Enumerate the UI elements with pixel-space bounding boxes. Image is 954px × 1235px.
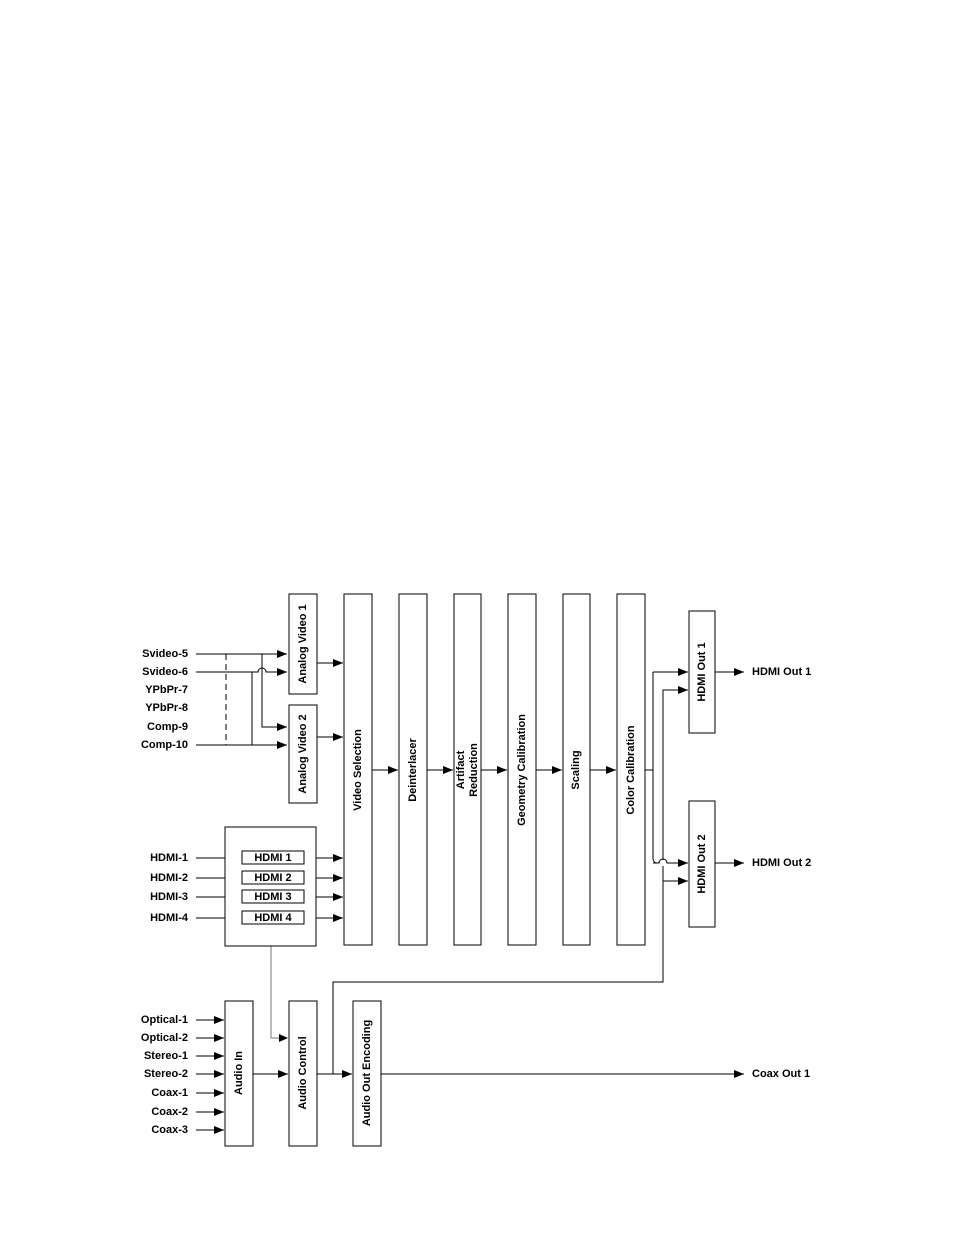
input-label: Coax-3	[151, 1124, 188, 1136]
input-label: Stereo-1	[144, 1050, 188, 1062]
input-label: YPbPr-7	[145, 684, 188, 696]
hdmi-4-block-label: HDMI 4	[254, 912, 292, 924]
input-label: Optical-1	[141, 1014, 188, 1026]
artifact-label-line1: Artifact	[455, 750, 467, 789]
analog-input-labels: Svideo-5 Svideo-6 YPbPr-7 YPbPr-8 Comp-9…	[141, 648, 188, 751]
hdmi-out-2-block: HDMI Out 2	[688, 800, 716, 928]
scaling-label: Scaling	[570, 750, 582, 789]
hdmi-1-block-label: HDMI 1	[254, 852, 291, 864]
audio-input-labels: Optical-1 Optical-2 Stereo-1 Stereo-2 Co…	[141, 1014, 188, 1136]
hdmi-3-block-label: HDMI 3	[254, 891, 291, 903]
analog-video-2-block: Analog Video 2	[288, 704, 318, 804]
analog-input-wires	[196, 650, 287, 749]
hdmi-input-labels: HDMI-1 HDMI-2 HDMI-3 HDMI-4	[150, 852, 189, 924]
analog-video-2-label: Analog Video 2	[297, 714, 309, 793]
input-label: HDMI-4	[150, 912, 189, 924]
input-label: Comp-10	[141, 739, 188, 751]
input-label: Stereo-2	[144, 1068, 188, 1080]
deinterlacer-block: Deinterlacer	[398, 593, 428, 946]
input-label: HDMI-2	[150, 872, 188, 884]
audio-in-label: Audio In	[233, 1051, 245, 1095]
video-selection-label: Video Selection	[352, 729, 364, 811]
scaling-block: Scaling	[562, 593, 591, 946]
geometry-calibration-block: Geometry Calibration	[507, 593, 537, 946]
analog-video-1-label: Analog Video 1	[297, 604, 309, 683]
output-labels: HDMI Out 1 HDMI Out 2 Coax Out 1	[752, 666, 811, 1080]
audio-wires	[196, 686, 744, 1134]
artifact-label-line2: Reduction	[468, 743, 480, 797]
artifact-reduction-block: Artifact Reduction	[453, 593, 482, 946]
hdmi-out-2-label: HDMI Out 2	[752, 857, 811, 869]
hdmi-2-block-label: HDMI 2	[254, 872, 291, 884]
input-label: Coax-2	[151, 1106, 188, 1118]
audio-out-encoding-block: Audio Out Encoding	[352, 1000, 382, 1147]
hdmi-out-1-block-label: HDMI Out 1	[696, 642, 708, 701]
geometry-calibration-label: Geometry Calibration	[516, 714, 528, 826]
input-label: Coax-1	[151, 1087, 188, 1099]
input-label: Optical-2	[141, 1032, 188, 1044]
deinterlacer-label: Deinterlacer	[407, 737, 419, 801]
hdmi-input-group: HDMI 1 HDMI 2 HDMI 3 HDMI 4	[224, 826, 317, 947]
input-label: HDMI-3	[150, 891, 188, 903]
analog-video-1-block: Analog Video 1	[288, 593, 318, 695]
coax-out-1-label: Coax Out 1	[752, 1068, 810, 1080]
audio-control-label: Audio Control	[297, 1036, 309, 1109]
hdmi-out-2-block-label: HDMI Out 2	[696, 834, 708, 893]
color-calibration-label: Color Calibration	[625, 725, 637, 815]
audio-in-block: Audio In	[224, 1000, 254, 1147]
video-chain-wires	[317, 659, 744, 867]
input-label: YPbPr-8	[145, 702, 188, 714]
input-label: Svideo-5	[142, 648, 188, 660]
input-label: Svideo-6	[142, 666, 188, 678]
hdmi-out-1-label: HDMI Out 1	[752, 666, 811, 678]
hdmi-out-1-block: HDMI Out 1	[688, 610, 716, 734]
video-selection-block: Video Selection	[343, 593, 373, 946]
input-label: HDMI-1	[150, 852, 188, 864]
color-calibration-block: Color Calibration	[616, 593, 646, 946]
audio-out-encoding-label: Audio Out Encoding	[361, 1020, 373, 1126]
audio-control-block: Audio Control	[288, 1000, 318, 1147]
input-label: Comp-9	[147, 721, 188, 733]
